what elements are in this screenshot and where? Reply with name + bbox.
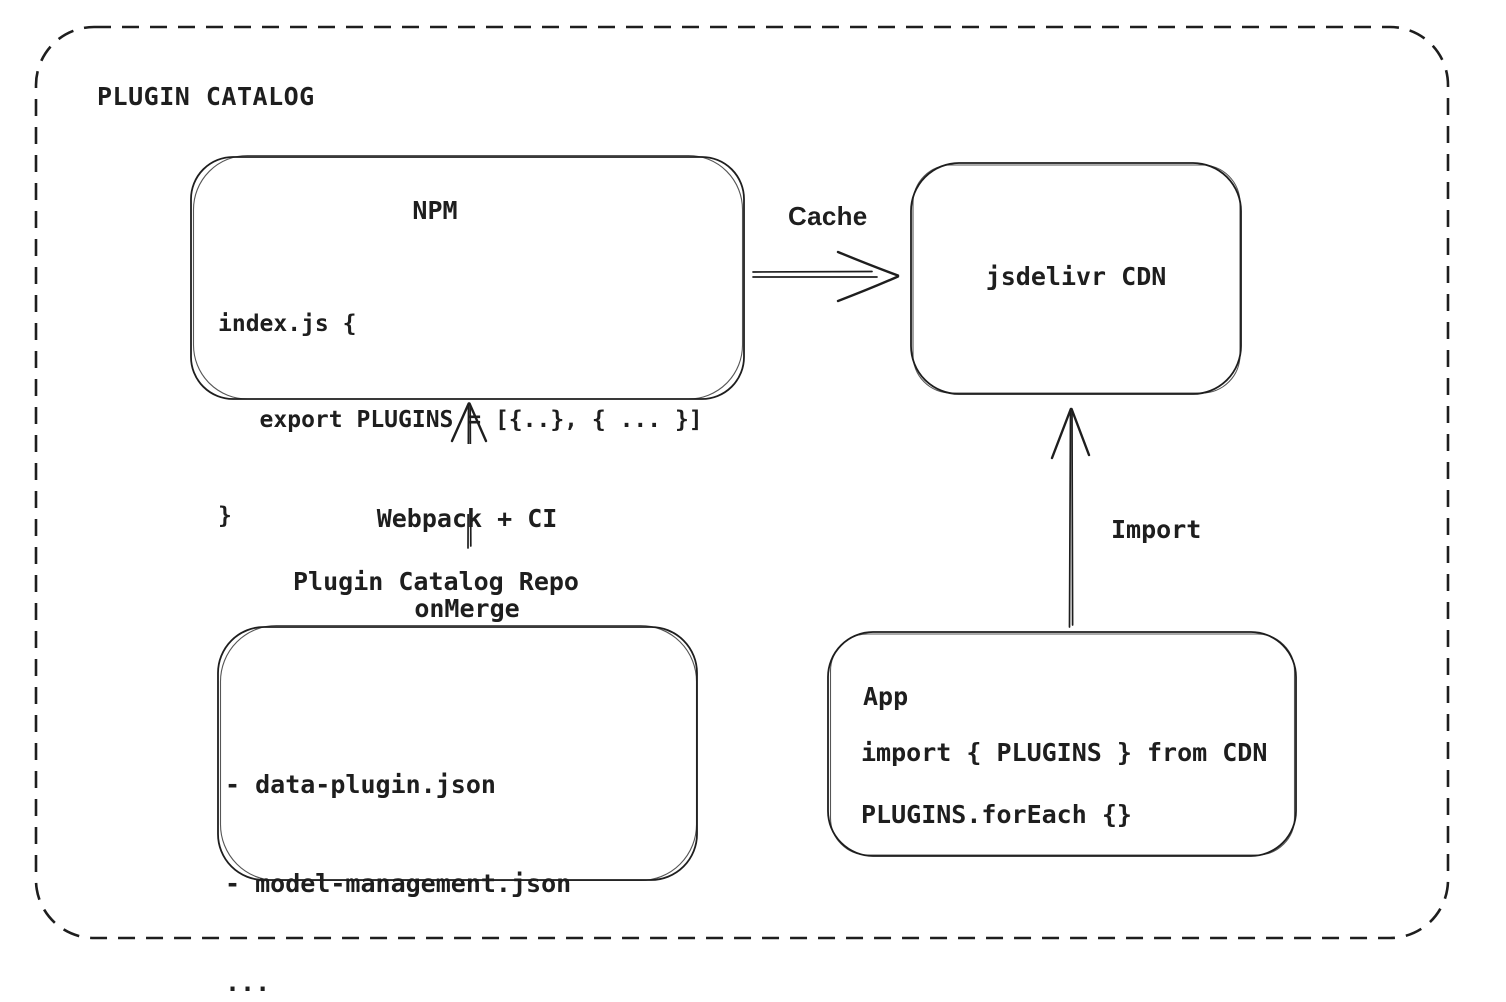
npm-code-line: export PLUGINS = [{..}, { ... }]: [218, 407, 703, 433]
npm-code-line: }: [218, 503, 232, 529]
cache-arrow: [752, 250, 900, 303]
repo-file-item: - data-plugin.json: [225, 770, 496, 799]
import-arrow: [1050, 407, 1091, 628]
app-node-title: App: [863, 682, 909, 711]
repo-node-title: Plugin Catalog Repo: [293, 567, 579, 596]
app-node-box: [827, 631, 1297, 857]
webpack-arrow-label-line2: onMerge: [414, 594, 520, 623]
diagram-title: PLUGIN CATALOG: [97, 82, 315, 111]
repo-node-box: [217, 624, 698, 882]
cache-arrow-label: Cache: [788, 201, 868, 231]
app-code-line: PLUGINS.forEach {}: [861, 800, 1132, 829]
npm-code-line: index.js {: [218, 311, 357, 337]
npm-node-box: [190, 154, 745, 400]
cdn-node-box: [910, 162, 1242, 395]
import-arrow-label: Import: [1107, 515, 1206, 544]
npm-code-block: index.js { export PLUGINS = [{..}, { ...…: [218, 244, 703, 596]
webpack-arrow-label-line1: Webpack + CI: [376, 504, 558, 533]
app-code-line: import { PLUGINS } from CDN: [861, 738, 1268, 767]
repo-file-item: - model-management.json: [225, 869, 572, 898]
catalog-boundary-dashed-border: [34, 25, 1450, 940]
webpack-arrow-label: Webpack + CI onMerge: [360, 444, 574, 623]
repo-file-item: ...: [225, 968, 271, 997]
cdn-node-label: jsdelivr CDN: [985, 262, 1167, 291]
npm-node-title: NPM: [412, 196, 458, 225]
repo-file-list: - data-plugin.json - model-management.js…: [225, 702, 571, 1002]
